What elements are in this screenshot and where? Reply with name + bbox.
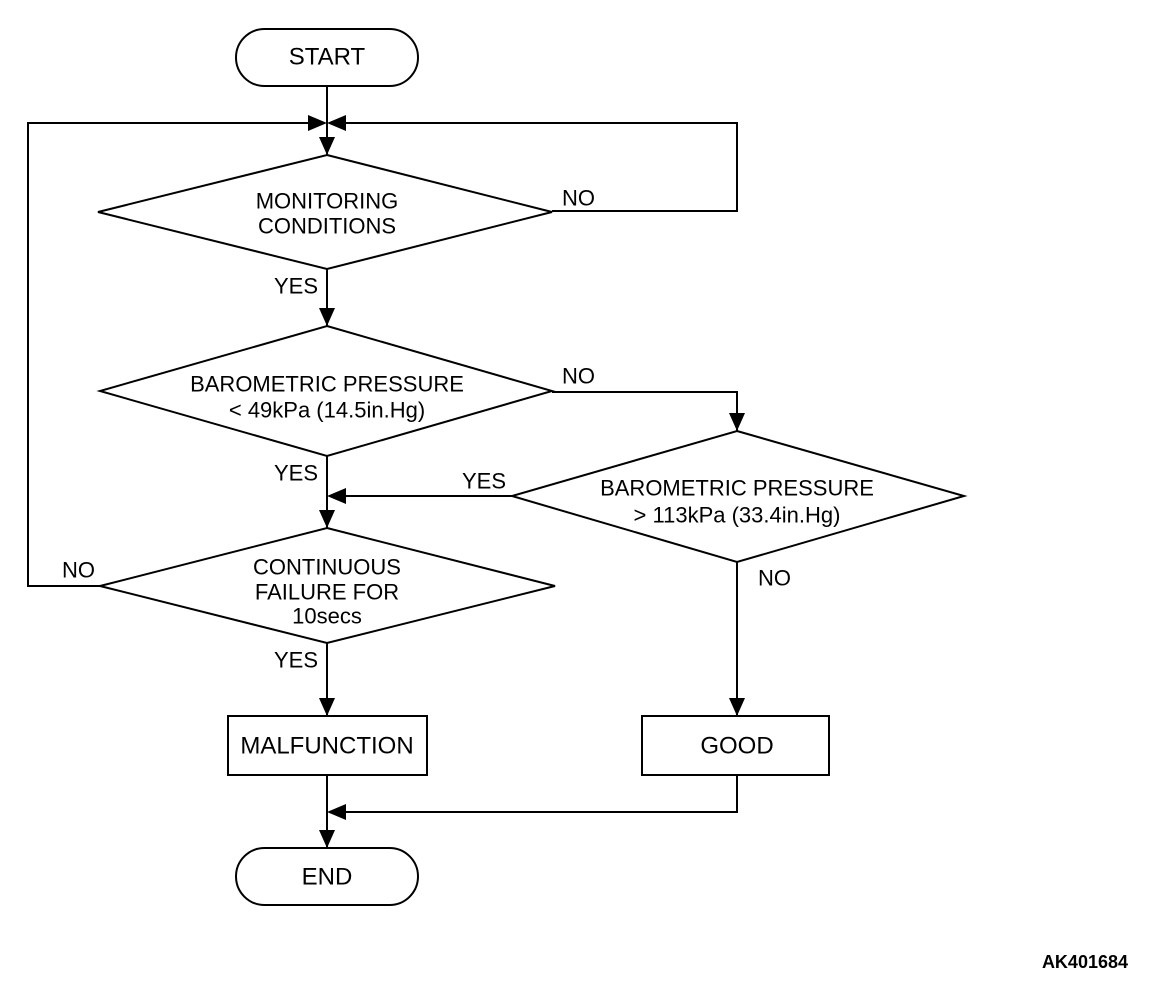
- arrow-down-into-good: [729, 698, 745, 716]
- malfunction-label: MALFUNCTION: [240, 733, 413, 760]
- continuous-yes-label: YES: [274, 648, 318, 673]
- arrow-down-into-malfunction: [319, 698, 335, 716]
- baro-high-line-1: BAROMETRIC PRESSURE: [600, 476, 874, 501]
- connectors: [27, 86, 738, 848]
- baro-low-yes-label: YES: [274, 461, 318, 486]
- reference-code: AK401684: [1042, 952, 1128, 972]
- good-box: GOOD: [641, 715, 830, 776]
- arrow-left-into-yes-merge: [327, 488, 346, 504]
- monitoring-conditions-decision: MONITORING CONDITIONS: [97, 153, 553, 271]
- arrow-down-into-baro-low: [319, 308, 335, 326]
- end-label: END: [302, 864, 353, 891]
- end-terminal: END: [235, 847, 419, 906]
- good-label: GOOD: [700, 733, 773, 760]
- continuous-line-3: 10secs: [292, 604, 362, 629]
- baro-high-decision: BAROMETRIC PRESSURE > 113kPa (33.4in.Hg): [508, 429, 968, 564]
- baro-high-line-2: > 113kPa (33.4in.Hg): [634, 503, 841, 528]
- baro-low-no-line: [552, 391, 738, 431]
- arrow-down-into-baro-high: [729, 413, 745, 431]
- arrowheads: [308, 115, 745, 848]
- no-loop-from-monitoring-line: [346, 122, 738, 212]
- edge-labels: NO YES NO YES YES NO NO YES: [62, 186, 791, 673]
- monitoring-line-2: CONDITIONS: [258, 214, 396, 239]
- start-label: START: [289, 44, 366, 71]
- arrow-left-into-merge: [327, 115, 346, 131]
- monitoring-line-1: MONITORING: [256, 189, 399, 214]
- continuous-no-label: NO: [62, 558, 95, 583]
- continuous-failure-decision: CONTINUOUS FAILURE FOR 10secs: [99, 526, 556, 645]
- arrow-down-into-continuous: [319, 510, 335, 528]
- arrow-left-into-end-merge: [327, 804, 346, 820]
- arrow-down-into-monitoring: [319, 137, 335, 155]
- baro-low-no-label: NO: [562, 364, 595, 389]
- continuous-line-1: CONTINUOUS: [253, 555, 401, 580]
- continuous-line-2: FAILURE FOR: [255, 580, 399, 605]
- start-terminal: START: [235, 28, 419, 87]
- arrow-right-into-merge: [308, 115, 327, 131]
- good-to-end-line: [346, 775, 738, 813]
- monitoring-yes-label: YES: [274, 274, 318, 299]
- malfunction-box: MALFUNCTION: [227, 715, 428, 776]
- no-loop-from-continuous-line: [27, 122, 308, 587]
- baro-low-decision: BAROMETRIC PRESSURE < 49kPa (14.5in.Hg): [96, 324, 556, 458]
- monitoring-no-label: NO: [562, 186, 595, 211]
- baro-high-no-label: NO: [758, 566, 791, 591]
- baro-low-line-2: < 49kPa (14.5in.Hg): [229, 398, 425, 423]
- baro-low-line-1: BAROMETRIC PRESSURE: [190, 372, 464, 397]
- baro-high-yes-label: YES: [462, 469, 506, 494]
- arrow-down-into-end: [319, 830, 335, 848]
